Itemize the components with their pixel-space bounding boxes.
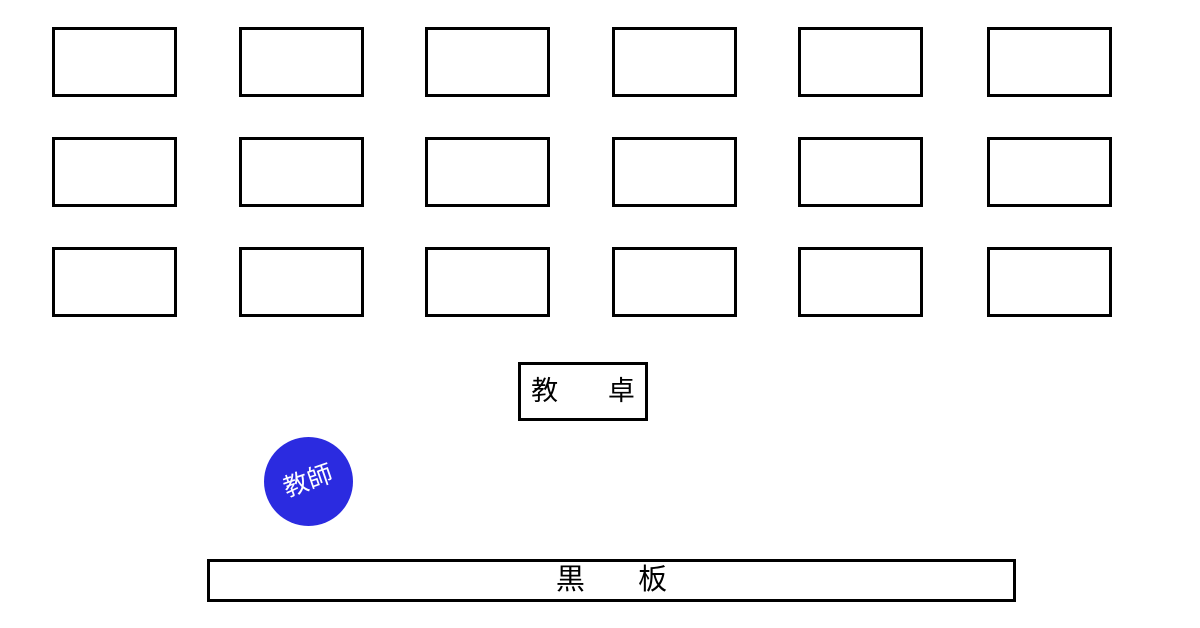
- student-desk-r2c2[interactable]: [239, 137, 364, 207]
- student-desk-r3c6[interactable]: [987, 247, 1112, 317]
- student-desk-r2c6[interactable]: [987, 137, 1112, 207]
- student-desk-r1c5[interactable]: [798, 27, 923, 97]
- blackboard[interactable]: 黒 板: [207, 559, 1016, 602]
- teacher-desk[interactable]: 教 卓: [518, 362, 648, 421]
- student-desk-r2c4[interactable]: [612, 137, 737, 207]
- student-desk-r1c6[interactable]: [987, 27, 1112, 97]
- student-desk-r3c4[interactable]: [612, 247, 737, 317]
- student-desk-r1c2[interactable]: [239, 27, 364, 97]
- student-desk-r1c1[interactable]: [52, 27, 177, 97]
- blackboard-label: 黒 板: [555, 564, 680, 596]
- student-desk-r2c1[interactable]: [52, 137, 177, 207]
- student-desk-r3c3[interactable]: [425, 247, 550, 317]
- student-desk-r3c5[interactable]: [798, 247, 923, 317]
- teacher-desk-label: 教 卓: [531, 376, 647, 406]
- teacher-marker[interactable]: 教師: [264, 437, 353, 526]
- student-desk-r3c2[interactable]: [239, 247, 364, 317]
- student-desk-r2c5[interactable]: [798, 137, 923, 207]
- student-desk-r3c1[interactable]: [52, 247, 177, 317]
- student-desk-r2c3[interactable]: [425, 137, 550, 207]
- student-desk-r1c3[interactable]: [425, 27, 550, 97]
- teacher-marker-label: 教師: [279, 459, 337, 503]
- student-desk-r1c4[interactable]: [612, 27, 737, 97]
